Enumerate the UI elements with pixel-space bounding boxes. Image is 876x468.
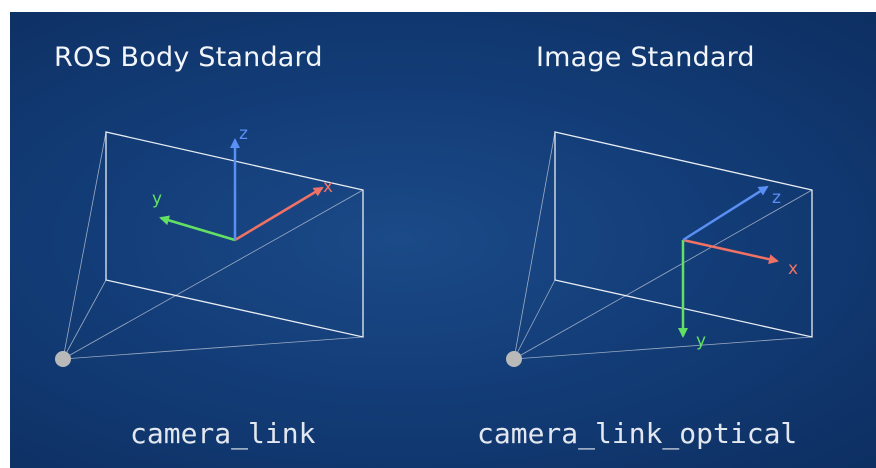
left-frustum-ray-top-right: [62, 189, 364, 360]
right-frustum-ray-bottom-left: [513, 279, 556, 360]
right-camera-origin: [506, 351, 522, 367]
left-frame-name: camera_link: [130, 417, 316, 450]
right-x-axis-label: x: [788, 259, 798, 279]
left-frustum-ray-top-left: [62, 131, 107, 360]
left-axes: x y z: [152, 124, 333, 242]
left-x-axis-arrow: [234, 186, 324, 242]
right-camera-frustum: [506, 131, 813, 367]
right-axes: x y z: [678, 185, 798, 351]
left-camera-frustum: [55, 131, 364, 367]
left-camera-origin: [55, 351, 71, 367]
right-image-plane: [554, 131, 813, 338]
right-frustum-ray-top-right: [513, 189, 813, 360]
right-frustum-ray-bottom-right: [513, 336, 813, 360]
right-x-axis-arrow: [682, 238, 779, 265]
left-x-axis-label: x: [323, 177, 333, 197]
right-frame-name: camera_link_optical: [477, 417, 798, 450]
right-panel-title: Image Standard: [536, 42, 755, 73]
right-z-axis-arrow: [682, 185, 769, 242]
right-frustum-ray-top-left: [513, 131, 556, 360]
right-z-axis-label: z: [772, 188, 781, 208]
left-frustum-ray-bottom-right: [62, 336, 364, 360]
frames-diagram: x y z x y z: [55, 124, 813, 367]
slide-background: ROS Body Standard Image Standard: [10, 12, 876, 468]
right-y-axis-label: y: [696, 331, 706, 351]
left-image-plane: [105, 131, 364, 338]
left-frustum-ray-bottom-left: [62, 279, 107, 360]
left-y-axis-label: y: [152, 189, 162, 209]
left-y-axis-arrow: [159, 215, 236, 242]
left-panel-title: ROS Body Standard: [54, 42, 323, 73]
left-z-axis-label: z: [239, 124, 248, 144]
